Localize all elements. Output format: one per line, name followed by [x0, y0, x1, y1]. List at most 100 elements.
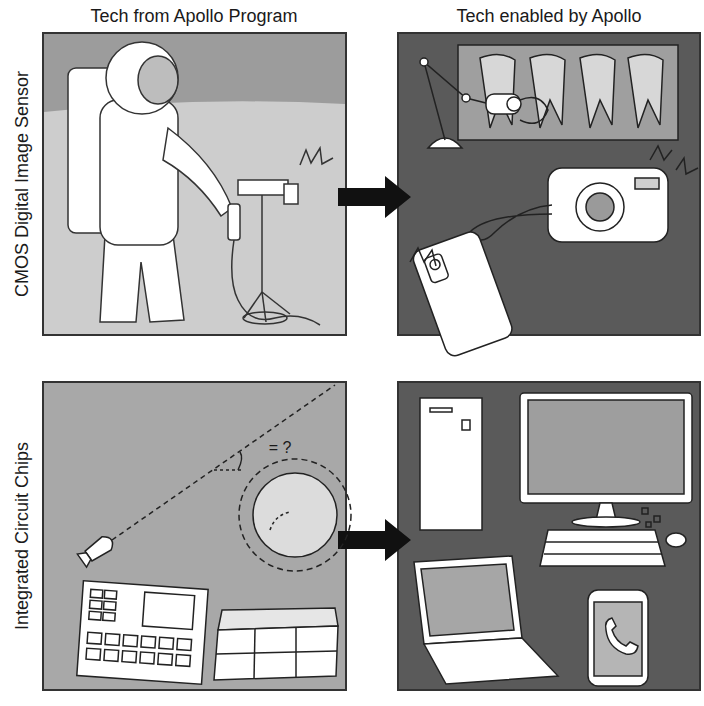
key	[140, 652, 155, 664]
key	[159, 637, 174, 649]
tripod-base	[243, 312, 287, 324]
visor	[138, 56, 178, 104]
key	[104, 649, 119, 661]
row-heading: CMOS Digital Image Sensor	[12, 71, 33, 297]
smartphone	[588, 590, 648, 686]
key-row	[546, 541, 658, 543]
modern-computers	[414, 393, 692, 686]
phone-screen	[594, 602, 642, 676]
port	[462, 420, 470, 430]
dot	[646, 522, 651, 527]
dot	[654, 516, 660, 522]
key	[87, 632, 102, 644]
indicator	[90, 589, 103, 598]
descent-path	[270, 512, 290, 530]
drive-slot	[430, 408, 452, 412]
orbit	[239, 459, 351, 571]
consumer-imaging	[410, 45, 698, 358]
camera-lens	[586, 193, 614, 221]
tripod-leg	[262, 292, 266, 322]
mouse	[666, 533, 686, 547]
dsky	[77, 581, 208, 684]
laptop-screen	[421, 564, 514, 636]
camera-body	[238, 180, 288, 195]
column-heading: Tech from Apollo Program	[90, 6, 297, 27]
column-heading: Tech enabled by Apollo	[456, 6, 641, 27]
tooth	[530, 54, 565, 128]
smartphone	[411, 229, 515, 358]
indicator	[103, 612, 116, 621]
laptop-lid	[414, 556, 522, 644]
lamp-arm	[424, 62, 490, 140]
flash-burst	[676, 158, 698, 174]
key	[105, 633, 120, 645]
dental-xray	[458, 45, 678, 140]
camera-strap	[470, 205, 552, 240]
tower-pc	[420, 398, 482, 530]
display	[142, 592, 194, 629]
key	[177, 639, 192, 651]
dot	[642, 508, 648, 514]
arrow	[338, 519, 411, 561]
camera-lens	[284, 184, 298, 204]
monitor-screen	[528, 400, 684, 494]
spacecraft	[77, 533, 116, 567]
key	[123, 635, 138, 647]
handset-icon	[606, 618, 638, 654]
flash-burst	[300, 148, 333, 165]
key	[176, 654, 191, 666]
dsky-body	[77, 581, 208, 684]
camera-lens	[576, 183, 624, 231]
keyboard	[540, 530, 665, 566]
module-divider	[216, 651, 337, 654]
key-row	[544, 553, 662, 555]
lamp-joint	[420, 58, 428, 66]
torso	[100, 100, 178, 245]
monitor	[520, 393, 692, 503]
row-heading: Integrated Circuit Chips	[12, 442, 33, 630]
camera-flash	[635, 178, 659, 189]
astronaut	[68, 42, 240, 322]
flash-burst	[650, 146, 672, 160]
key	[141, 636, 156, 648]
phone-body	[411, 229, 515, 358]
key	[86, 648, 101, 660]
angle-note: = ?	[269, 439, 292, 457]
helmet	[106, 42, 178, 114]
arm	[163, 128, 232, 216]
apollo-guidance	[77, 385, 351, 684]
indicator	[103, 601, 116, 610]
indicator	[104, 590, 117, 599]
panel	[43, 382, 346, 690]
angle-reference	[214, 469, 244, 471]
lamp-joint	[462, 94, 470, 102]
laptop-base	[424, 638, 558, 684]
xray-lens	[507, 97, 521, 111]
moon	[253, 473, 337, 557]
tripod-leg	[262, 292, 290, 314]
module-divider	[254, 629, 255, 679]
computer-body	[214, 626, 338, 680]
tooth	[628, 54, 663, 128]
panel	[398, 382, 700, 690]
tripod-post	[261, 194, 263, 292]
arrow	[338, 176, 411, 218]
key	[122, 651, 137, 663]
tooth	[580, 54, 615, 128]
key	[158, 653, 173, 665]
indicator	[89, 611, 102, 620]
indicator	[90, 600, 103, 609]
angle-mark	[238, 452, 242, 470]
cable	[232, 240, 320, 325]
legs	[100, 235, 184, 322]
flash-burst	[410, 248, 436, 266]
camera-body	[548, 168, 668, 242]
xray-head	[486, 94, 520, 114]
handheld-unit	[228, 204, 240, 240]
monitor-base	[572, 517, 640, 527]
tooth	[480, 54, 515, 128]
lunar-camera	[232, 148, 333, 325]
xray-beam	[520, 98, 548, 124]
